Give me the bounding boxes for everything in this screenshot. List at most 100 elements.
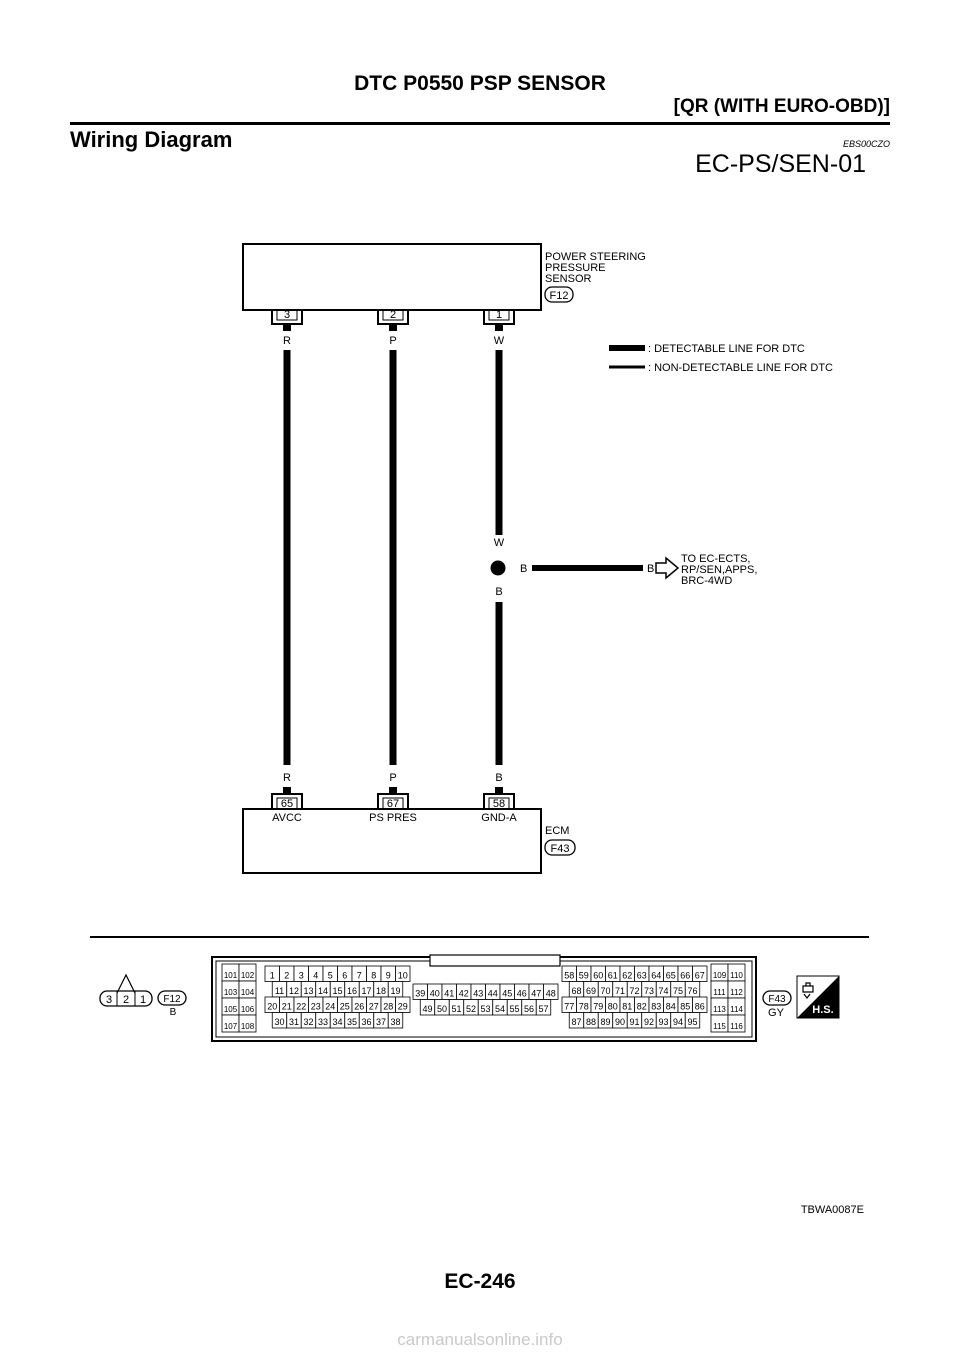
f43-terminal-number: 4 [313, 971, 318, 981]
f12-view-color: B [170, 1007, 177, 1018]
f43-terminal-number: 22 [296, 1002, 306, 1012]
f43-terminal-number: 103 [224, 988, 238, 997]
f43-terminal-number: 11 [275, 986, 284, 996]
f43-terminal-number: 58 [564, 971, 574, 981]
f43-view-id: F43 [768, 994, 786, 1005]
section-code: EBS00CZO [842, 139, 890, 149]
sensor-connector-badge [544, 286, 574, 303]
f43-terminal-number: 1 [270, 971, 275, 981]
sensor-pin-3-number: 3 [284, 309, 290, 321]
f43-terminal-number: 23 [311, 1002, 321, 1012]
sensor-pin-1: 1 [483, 309, 515, 325]
f43-terminal-number: 9 [386, 971, 391, 981]
f43-terminal-number: 13 [303, 986, 313, 996]
hs-label: H.S. [812, 1004, 833, 1016]
f43-terminal-number: 102 [241, 971, 255, 980]
f43-terminal-number: 114 [730, 1005, 743, 1014]
f43-cell [535, 999, 552, 1016]
ecm-name: ECM [545, 825, 569, 837]
f43-terminal-number: 78 [579, 1002, 589, 1012]
f43-terminal-number: 90 [615, 1017, 625, 1027]
f43-terminal-number: 41 [444, 989, 454, 999]
ecm-pin-58-stub [495, 787, 503, 794]
f43-terminal-number: 68 [571, 986, 581, 996]
f43-terminal-number: 63 [637, 971, 647, 981]
f43-terminal-number: 16 [347, 986, 357, 996]
f43-terminal-number: 110 [730, 971, 743, 980]
hs-badge: H.S. [796, 975, 840, 1019]
sensor-connector-id: F12 [550, 290, 569, 302]
arrow-icon [655, 556, 680, 580]
f43-terminal-number: 72 [629, 986, 639, 996]
ecm-pin-65-number: 65 [281, 798, 293, 810]
f43-terminal-number: 3 [299, 971, 304, 981]
f43-terminal-number: 82 [637, 1002, 647, 1012]
destination-line-2: RP/SEN,APPS, [681, 564, 757, 576]
f43-terminal-number: 56 [524, 1004, 534, 1014]
f12-view-pin-2: 2 [123, 994, 129, 1006]
f43-terminal-number: 71 [615, 986, 625, 996]
f43-cell [387, 1012, 404, 1029]
f43-terminal-number: 47 [531, 989, 541, 999]
f43-terminal-number: 64 [651, 971, 661, 981]
f43-terminal-number: 80 [608, 1002, 618, 1012]
f43-terminal-number: 89 [600, 1017, 610, 1027]
splice-branch-color: B [520, 563, 527, 575]
f43-terminal-number: 12 [289, 986, 299, 996]
f43-terminal-number: 75 [673, 986, 683, 996]
f43-terminal-number: 50 [437, 1004, 447, 1014]
f43-terminal-number: 51 [451, 1004, 461, 1014]
f43-terminal-number: 108 [241, 1022, 255, 1031]
f43-terminal-number: 46 [517, 989, 527, 999]
f43-terminal-number: 5 [328, 971, 333, 981]
f43-terminal-number: 27 [369, 1002, 379, 1012]
f43-terminal-number: 87 [571, 1017, 581, 1027]
f43-terminal-number: 44 [488, 989, 498, 999]
section-title: Wiring Diagram [70, 127, 233, 152]
f43-terminal-number: 24 [325, 1002, 335, 1012]
f43-terminal-number: 59 [579, 971, 589, 981]
ecm-pin-67-number: 67 [387, 798, 399, 810]
engine-variant: [QR (WITH EURO-OBD)] [673, 96, 890, 117]
f43-terminal-number: 74 [658, 986, 668, 996]
f43-terminal-number: 88 [586, 1017, 596, 1027]
f43-terminal-number: 38 [390, 1017, 400, 1027]
destination-line-1: TO EC-ECTS, [681, 553, 750, 565]
legend-detectable-label: : DETECTABLE LINE FOR DTC [648, 343, 805, 355]
f43-terminal-number: 104 [241, 988, 255, 997]
f43-terminal-number: 106 [241, 1005, 255, 1014]
splice-lower-color: B [495, 586, 502, 598]
ecm-pin-67: 67 [377, 793, 409, 810]
f43-terminal-number: 57 [538, 1004, 548, 1014]
wire-color-p-top: P [389, 335, 396, 347]
f43-terminal-number: 28 [383, 1002, 393, 1012]
f43-terminal-number: 2 [284, 971, 289, 981]
f43-terminal-number: 39 [415, 989, 425, 999]
connector-hand-icon [802, 982, 814, 999]
f43-terminal-number: 20 [267, 1002, 277, 1012]
f12-view-pin-3: 3 [106, 994, 112, 1006]
ecm-box [242, 808, 542, 874]
f43-terminal-number: 60 [593, 971, 603, 981]
splice-upper-color: W [494, 537, 505, 549]
f43-terminal-number: 83 [651, 1002, 661, 1012]
f43-view-color: GY [768, 1007, 785, 1019]
f43-terminal-number: 40 [430, 989, 440, 999]
f43-terminal-number: 37 [376, 1017, 386, 1027]
f43-terminal-number: 35 [347, 1017, 357, 1027]
sensor-pin-3-stub [283, 324, 291, 331]
f43-terminal-number: 91 [629, 1017, 639, 1027]
f43-terminal-number: 15 [332, 986, 342, 996]
wire-color-r-top: R [283, 335, 291, 347]
f43-terminal-number: 34 [332, 1017, 342, 1027]
f43-terminal-number: 14 [318, 986, 328, 996]
sensor-pin-3: 3 [271, 309, 303, 325]
f43-terminal-number: 76 [687, 986, 697, 996]
ecm-pin-58: 58 [483, 793, 515, 810]
watermark: carmanualsonline.info [397, 1330, 563, 1349]
f43-terminal-number: 61 [608, 971, 618, 981]
f43-terminal-number: 7 [357, 971, 362, 981]
f12-view-id: F12 [163, 994, 181, 1005]
